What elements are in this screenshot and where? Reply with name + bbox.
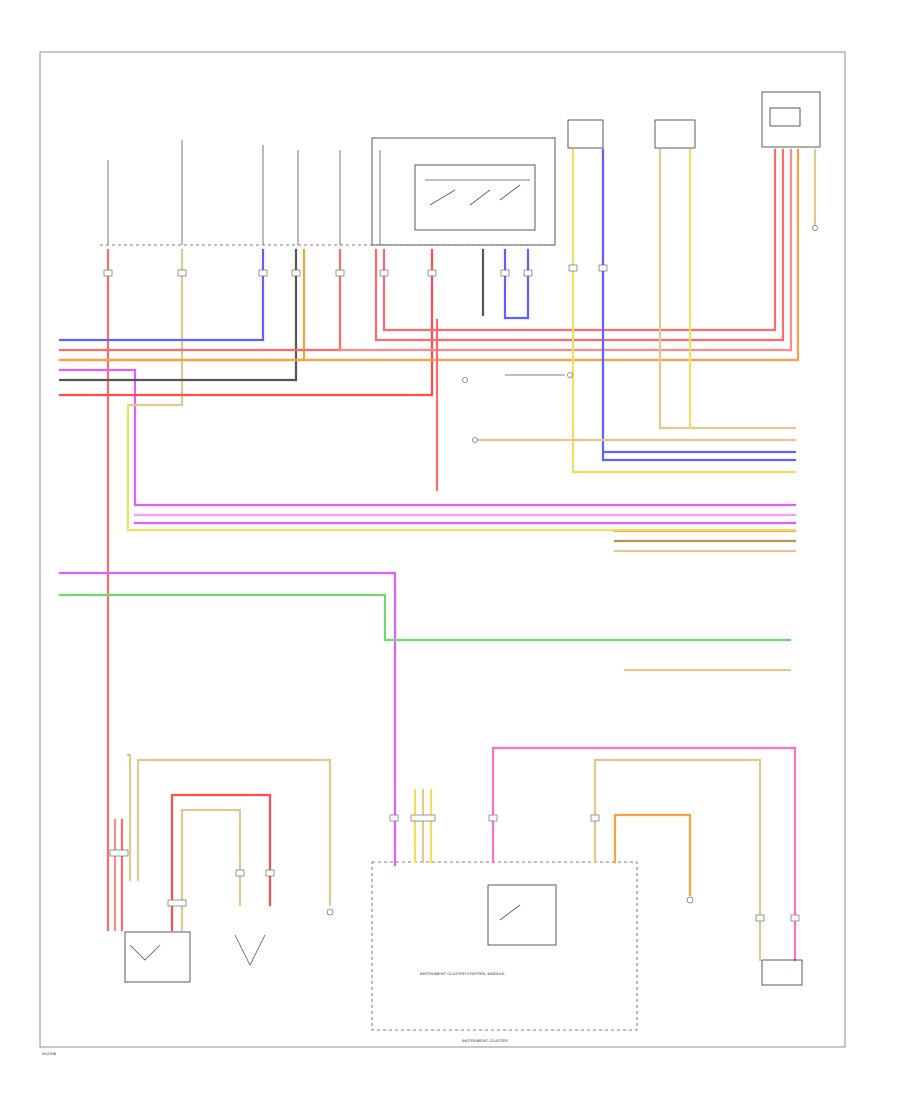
ground-top-right (812, 225, 818, 231)
wire-red-loop (170, 793, 272, 932)
ground-dot-br (686, 896, 694, 904)
wire-violet-mid (58, 571, 397, 867)
wire-tan-bl (126, 753, 132, 882)
wire-orange-br (613, 813, 692, 897)
sensor-box-br (761, 959, 803, 986)
fuse-relay-box (371, 137, 556, 246)
figure-code: W-2398 (42, 1051, 57, 1056)
top-right-module-c (761, 91, 821, 148)
sensor-dot-bl (326, 908, 334, 916)
switch-contact-mid-2 (567, 372, 573, 378)
wire-violet-br (491, 746, 797, 962)
cluster-inner-module (487, 884, 557, 946)
wire-blue-right (601, 148, 797, 462)
relay-switch-box (414, 164, 536, 231)
wire-tan-bl-2 (136, 758, 332, 907)
cluster-switch-symbol (499, 904, 521, 921)
instrument-cluster-box (371, 861, 638, 1031)
right-orange (58, 148, 800, 362)
wire-tan-loop (180, 808, 242, 932)
top-right-module-b (654, 119, 696, 149)
wire-green-mid (58, 593, 792, 642)
switch-contact-mid (462, 377, 468, 383)
sensor-dot-mid (472, 437, 478, 443)
relay-switch-symbol (429, 184, 521, 206)
cluster-label: INSTRUMENT CLUSTER (462, 1038, 508, 1043)
connector-markers (103, 264, 800, 922)
right-red-1 (382, 148, 777, 332)
right-red-2 (374, 148, 785, 342)
wire-tan-br (593, 758, 762, 962)
diagram-frame (39, 51, 846, 1048)
wire-tan-right-a (658, 148, 797, 430)
harness-violet (58, 368, 797, 507)
top-right-module-c-inner (769, 107, 801, 127)
switch-symbol-bl (234, 934, 266, 966)
top-right-module-a (567, 119, 604, 149)
wire-yellow-long (126, 403, 797, 532)
cluster-control-label: INSTRUMENT CLUSTER CONTROL MODULE (420, 971, 505, 976)
right-red-3 (338, 148, 793, 352)
wire-yellow-right (571, 148, 797, 474)
coolant-sensor-symbol (129, 944, 161, 961)
coolant-sensor-box (124, 931, 191, 983)
